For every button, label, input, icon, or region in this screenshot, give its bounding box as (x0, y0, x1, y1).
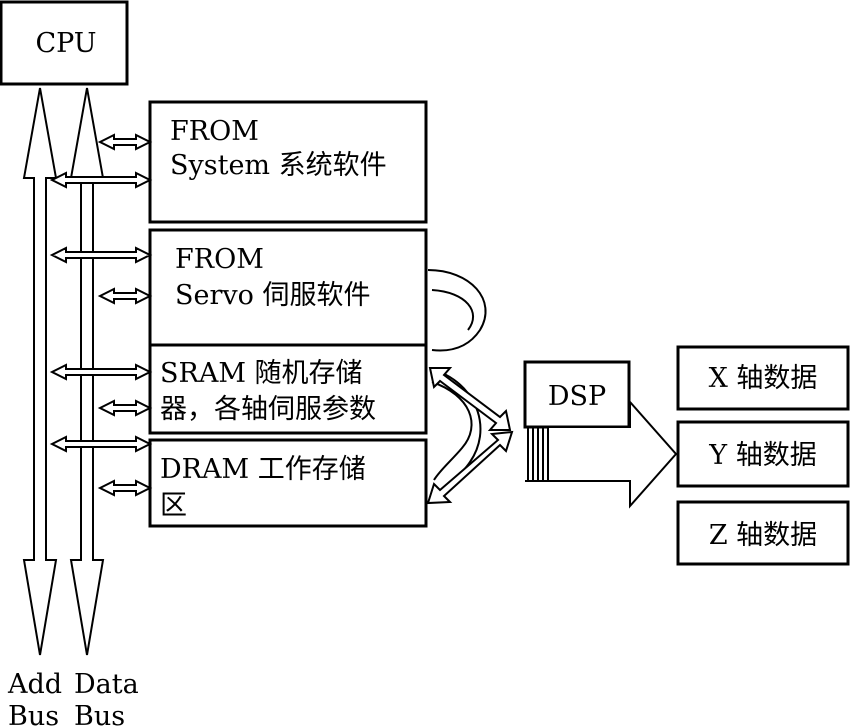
bus-connection-arrow (97, 399, 153, 417)
cpu-block: CPU (0, 0, 129, 86)
bus-connection-arrow (49, 435, 153, 453)
from-system-line1: FROM (170, 116, 259, 147)
bus-connection-arrow (49, 363, 153, 381)
data-bus-label-line2: Bus (74, 701, 125, 728)
dsp-label: DSP (548, 381, 606, 412)
bus-connection-arrow (49, 246, 153, 264)
z-axis-data-block: Z 轴数据 (676, 500, 850, 566)
sram-line1: SRAM 随机存储 (160, 358, 363, 389)
cpu-label: CPU (35, 28, 96, 59)
from-servo-line1: FROM (175, 244, 264, 275)
from-servo-block: FROM Servo 伺服软件 (148, 228, 428, 347)
bus-connection-arrow (97, 479, 153, 497)
servo-to-sram-curve (427, 269, 487, 352)
x-axis-data-block: X 轴数据 (676, 345, 850, 411)
bus-connection-arrow (49, 171, 153, 189)
dram-dsp-arrow (426, 430, 514, 505)
bus-connection-arrows (49, 133, 153, 497)
sram-dsp-arrow (428, 367, 512, 431)
dsp-output-arrow (547, 399, 678, 509)
dram-block: DRAM 工作存储 区 (148, 438, 428, 528)
dsp-block: DSP (523, 360, 631, 482)
add-bus-label-line2: Bus (8, 701, 59, 728)
from-servo-line2: Servo 伺服软件 (175, 280, 370, 311)
y-axis-data-block: Y 轴数据 (676, 420, 850, 488)
dram-line2: 区 (160, 490, 187, 521)
address-bus-arrow (22, 87, 58, 656)
dram-line1: DRAM 工作存储 (160, 454, 366, 485)
dsp-output-lines (525, 427, 549, 482)
x-axis-data-label: X 轴数据 (709, 363, 818, 394)
sram-line2: 器，各轴伺服参数 (160, 394, 376, 425)
add-bus-label-line1: Add (7, 669, 62, 700)
from-system-block: FROM System 系统软件 (148, 100, 428, 224)
from-system-line2: System 系统软件 (170, 150, 387, 181)
data-bus-label-line1: Data (74, 669, 139, 700)
bus-connection-arrow (97, 287, 153, 305)
z-axis-data-label: Z 轴数据 (709, 520, 817, 551)
bus-connection-arrow (97, 133, 153, 151)
sram-block: SRAM 随机存储 器，各轴伺服参数 (148, 343, 428, 435)
y-axis-data-label: Y 轴数据 (708, 440, 816, 471)
